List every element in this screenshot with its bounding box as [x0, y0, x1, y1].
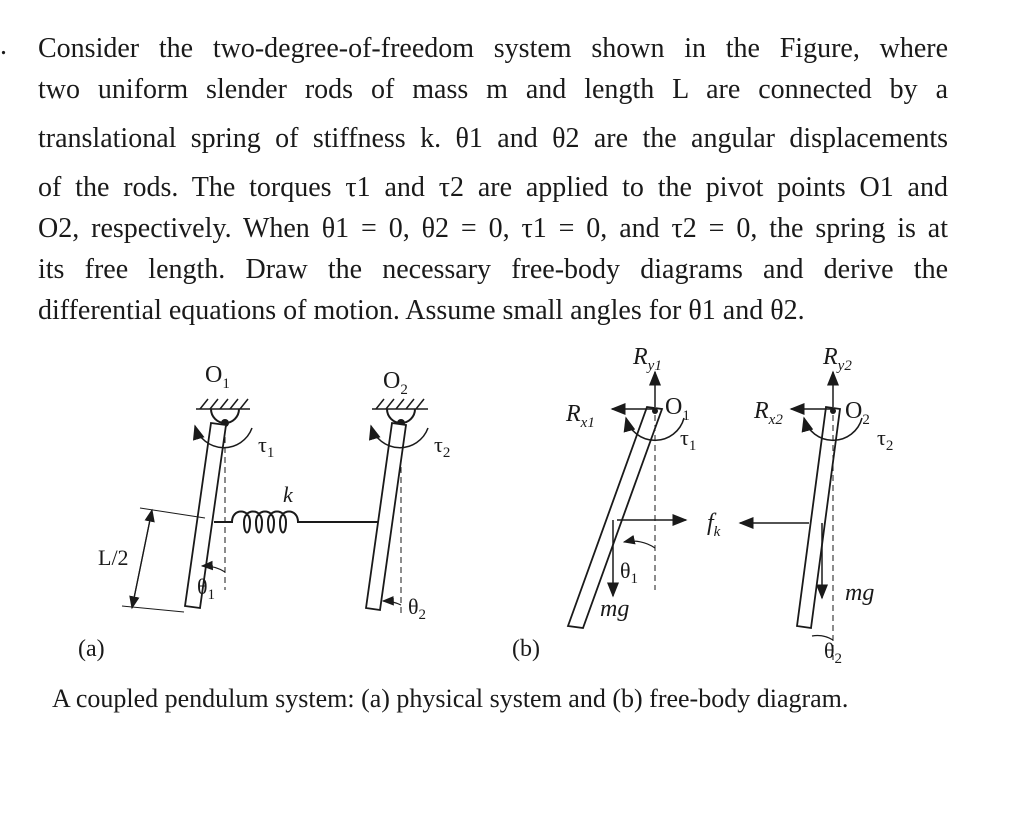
list-bullet: .: [0, 30, 7, 61]
problem-line-1: Consider the two-degree-of-freedom syste…: [38, 33, 948, 64]
panel-b-label: (b): [512, 636, 540, 662]
Ry2-label: Ry2: [822, 344, 852, 374]
theta2-label: θ2: [408, 594, 426, 623]
Rx2-label: Rx2: [753, 398, 783, 428]
ground-support-1: [196, 398, 250, 410]
fbd-O2-label: O2: [845, 398, 870, 428]
coupled-pendulum-figure: O1 O2 τ1 τ2 k L/2 θ1 θ2 (a) Ry1 Ry2 Rx1: [78, 344, 893, 667]
fbd-O1-label: O1: [665, 394, 690, 424]
problem-line-7: differential equations of motion. Assume…: [38, 295, 805, 326]
panel-a: O1 O2 τ1 τ2 k L/2 θ1 θ2 (a): [78, 362, 450, 662]
rod-1: [183, 421, 228, 610]
pivot2-label: O2: [383, 368, 408, 398]
fbd-theta1-arc: [622, 535, 656, 549]
rod-2: [364, 421, 408, 612]
tau2-fbd-arrow: [801, 416, 863, 442]
theta1-label: θ1: [197, 574, 215, 603]
ground-support-2: [372, 398, 428, 410]
fbd-theta1-label: θ1: [620, 558, 638, 587]
dim-line-2: [131, 508, 155, 609]
torque-arrow-1: [192, 424, 253, 449]
theta2-arc: [381, 596, 402, 606]
dim-ext-bottom: [121, 605, 185, 613]
fk-label: fk: [707, 510, 721, 540]
fbd-rod-2: [795, 405, 842, 630]
problem-line-5: O2, respectively. When θ1 = 0, θ2 = 0, τ…: [38, 213, 948, 244]
length-label: L/2: [98, 545, 129, 570]
Ry1-label: Ry1: [632, 344, 662, 374]
panel-b: Ry1 Ry2 Rx1 Rx2 O1 O2 τ1 τ2 fk θ1 θ2 mg …: [512, 344, 893, 667]
tau2-label: τ2: [434, 432, 450, 461]
spring: [214, 510, 378, 534]
tau1-fbd-arrow: [623, 416, 685, 442]
problem-statement: Consider the two-degree-of-freedom syste…: [38, 28, 948, 331]
torque-arrow-2: [368, 424, 429, 449]
fbd-theta2-arc: [811, 634, 834, 641]
mg1-label: mg: [600, 596, 629, 622]
problem-line-6: its free length. Draw the necessary free…: [38, 254, 948, 285]
figure-caption: A coupled pendulum system: (a) physical …: [52, 684, 849, 713]
fbd-tau2-label: τ2: [877, 425, 893, 454]
pivot1-label: O1: [205, 362, 230, 392]
problem-line-4: of the rods. The torques τ1 and τ2 are a…: [38, 172, 948, 203]
panel-a-label: (a): [78, 636, 105, 662]
problem-line-2: two uniform slender rods of mass m and l…: [38, 74, 948, 105]
fbd-rod-1: [566, 406, 664, 629]
fbd-theta2-label: θ2: [824, 638, 842, 667]
mg2-label: mg: [845, 580, 874, 606]
spring-label: k: [283, 482, 294, 507]
tau1-label: τ1: [258, 432, 274, 461]
dim-ext-top: [139, 507, 206, 519]
problem-line-3: translational spring of stiffness k. θ1 …: [38, 123, 948, 154]
fbd-tau1-label: τ1: [680, 425, 696, 454]
Rx1-label: Rx1: [565, 401, 595, 431]
theta1-arc: [200, 560, 226, 573]
